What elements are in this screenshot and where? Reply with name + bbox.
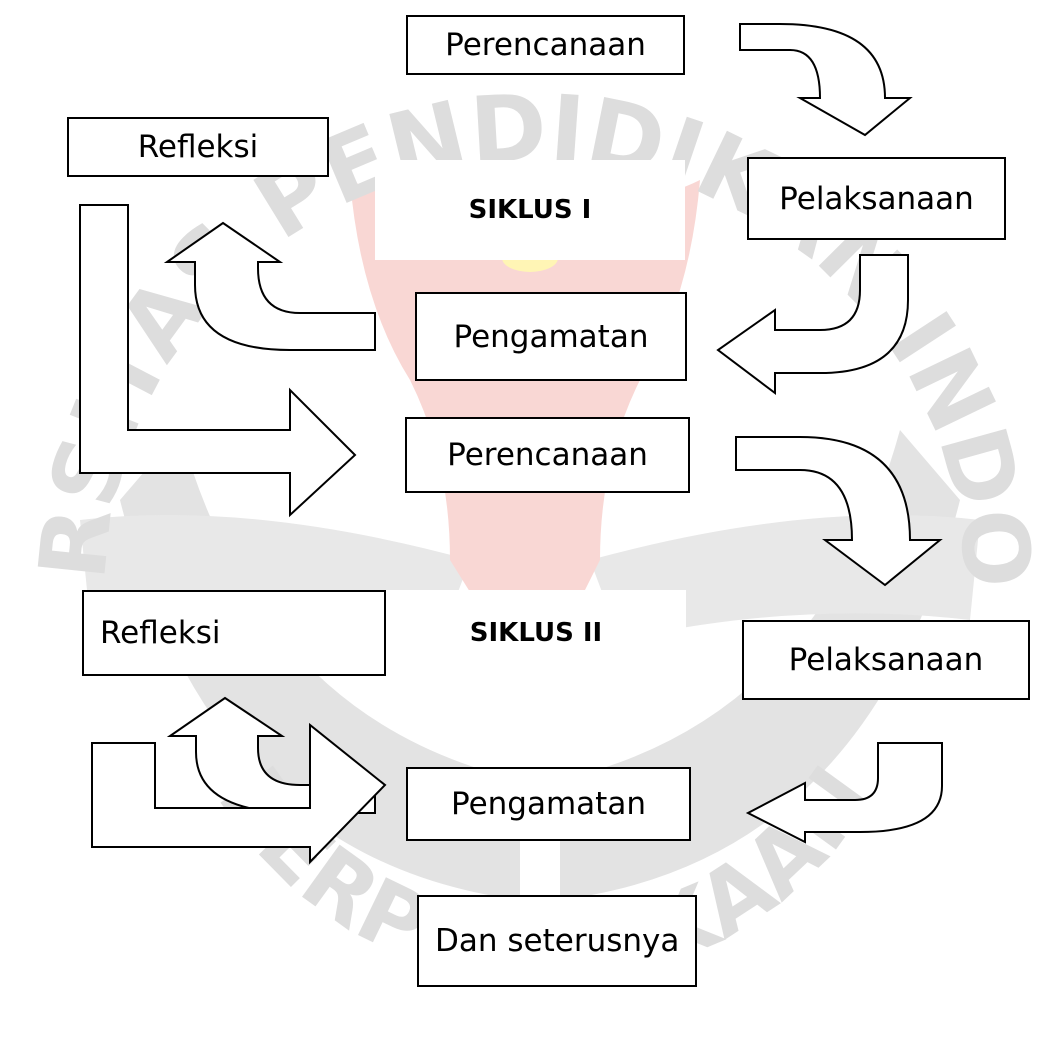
cycle2-perencanaan-label: Perencanaan bbox=[447, 437, 648, 473]
cycle1-perencanaan-box: Perencanaan bbox=[406, 15, 685, 75]
continuation-box: Dan seterusnya bbox=[417, 895, 697, 987]
cycle2-title-box: SIKLUS II bbox=[386, 590, 686, 676]
cycle1-refleksi-label: Refleksi bbox=[137, 129, 259, 165]
cycle1-title-box: SIKLUS I bbox=[375, 160, 685, 260]
cycle1-pengamatan-label: Pengamatan bbox=[453, 318, 649, 355]
cycle1-pelaksanaan-label: Pelaksanaan bbox=[779, 180, 974, 217]
cycle2-refleksi-label: Refleksi bbox=[100, 615, 221, 651]
continuation-label: Dan seterusnya bbox=[435, 923, 680, 959]
cycle1-pelaksanaan-box: Pelaksanaan bbox=[747, 157, 1006, 240]
arrow-act1-to-obs1 bbox=[716, 254, 909, 396]
cycle2-pelaksanaan-label: Pelaksanaan bbox=[788, 642, 984, 678]
arrow-plan2-to-act2 bbox=[735, 436, 943, 587]
cycle2-pelaksanaan-box: Pelaksanaan bbox=[742, 620, 1030, 700]
cycle2-refleksi-box: Refleksi bbox=[82, 590, 386, 676]
cycle1-pengamatan-box: Pengamatan bbox=[415, 292, 687, 381]
cycle2-pengamatan-box: Pengamatan bbox=[406, 767, 691, 841]
arrow-act2-to-obs2 bbox=[745, 742, 943, 844]
cycle1-title: SIKLUS I bbox=[468, 195, 592, 225]
cycle2-title: SIKLUS II bbox=[469, 618, 603, 648]
arrow-plan1-to-act1 bbox=[739, 23, 913, 137]
arrow-ref2-to-next bbox=[91, 722, 387, 865]
cycle1-refleksi-box: Refleksi bbox=[67, 117, 329, 177]
cycle1-perencanaan-label: Perencanaan bbox=[445, 27, 646, 63]
arrow-ref1-to-plan2 bbox=[79, 204, 357, 518]
cycle2-pengamatan-label: Pengamatan bbox=[451, 786, 646, 822]
arrow-obs1-to-ref1 bbox=[163, 221, 376, 351]
cycle2-perencanaan-box: Perencanaan bbox=[405, 417, 690, 493]
